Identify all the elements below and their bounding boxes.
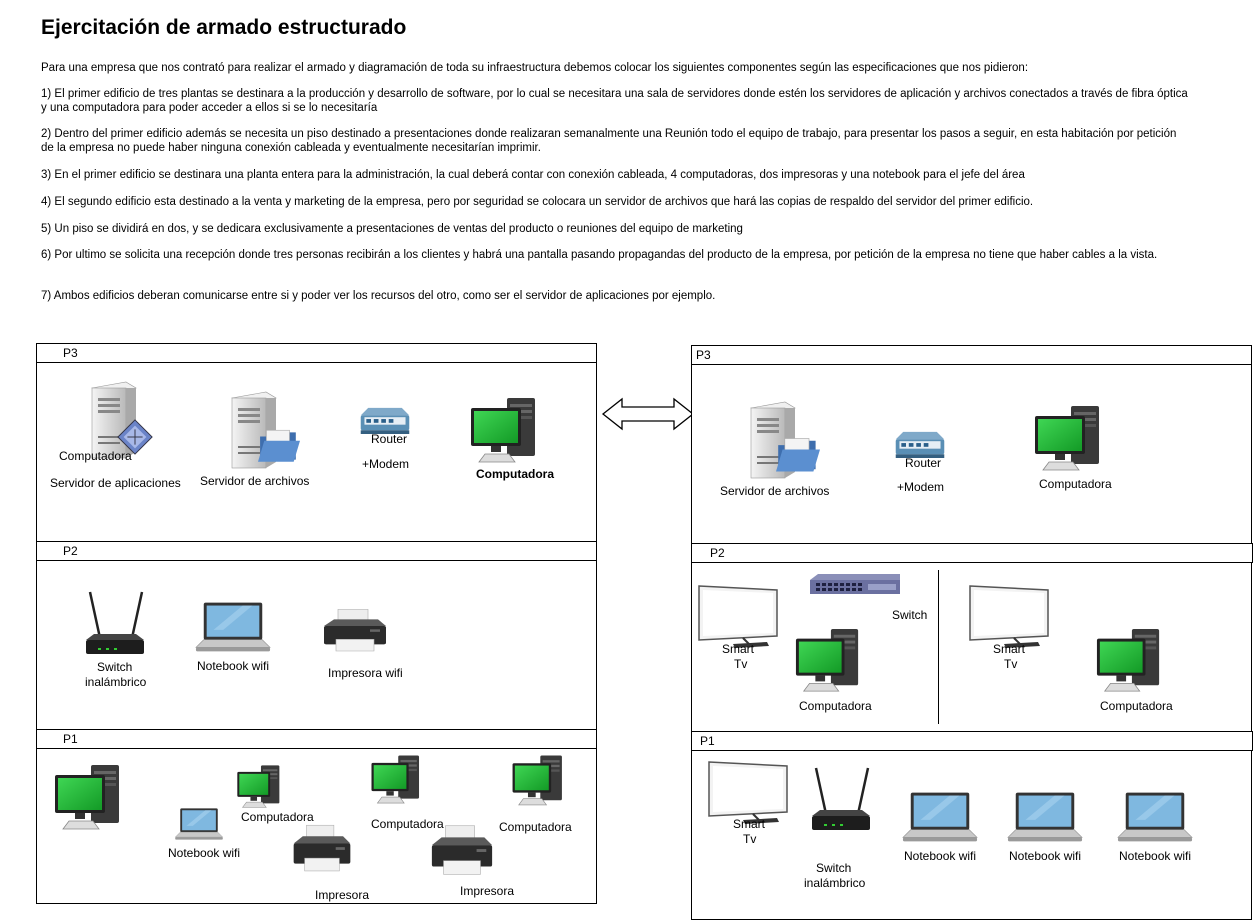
b1-p2-label: P2 [63,544,78,558]
b2-notebook-label-2: Notebook wifi [1009,849,1082,863]
b2-laptop-icon-1[interactable] [901,790,979,844]
b2-smart-tv-label-1b: Tv [734,657,748,671]
b2-p2-computer-icon-2[interactable] [1093,627,1165,695]
b2-switch-label: Switch [892,608,928,622]
b1-p2-notebook-label: Notebook wifi [197,659,270,673]
b1-wireless-switch-icon[interactable] [80,590,150,660]
b2-p2-computer-label-1: Computadora [799,699,872,713]
b1-p3-header[interactable]: P3 [36,343,597,363]
b1-p1-computer-icon-1[interactable] [52,763,124,833]
b1-modem-label: +Modem [362,457,410,471]
b2-notebook-label-3: Notebook wifi [1119,849,1192,863]
b1-printer-label-2: Impresora [460,884,515,898]
b1-p2-header[interactable]: P2 [36,541,597,561]
b1-p1-label: P1 [63,732,78,746]
b1-p2-laptop-icon[interactable] [194,600,272,654]
requirement-2: 2) Dentro del primer edificio además se … [41,128,1177,154]
requirement-7: 7) Ambos edificios deberan comunicarse e… [41,290,716,302]
b2-smart-tv-label-3b: Tv [743,832,757,846]
b1-p1-computer-label-3: Computadora [371,817,444,831]
b1-p3-computer-label: Computadora [476,467,554,481]
b1-printer-icon-1[interactable] [290,820,354,878]
app-server-label: Servidor de aplicaciones [50,476,181,490]
b1-p1-laptop-icon[interactable] [174,806,224,842]
b2-p1-header[interactable]: P1 [691,731,1253,751]
b1-wifi-printer-icon[interactable] [320,606,390,656]
b1-p3-label: P3 [63,346,78,360]
requirement-6: 6) Por ultimo se solicita una recepción … [41,249,1158,261]
requirement-4: 4) El segundo edificio esta destinado a … [41,196,1034,208]
b1-p1-notebook-label: Notebook wifi [168,846,241,860]
building-link-double-arrow-icon[interactable] [601,397,695,431]
b1-file-server-label: Servidor de archivos [200,474,310,488]
requirement-3: 3) En el primer edificio se destinara un… [41,169,1025,181]
b1-p3-computer-icon[interactable] [468,396,540,466]
b1-folder-icon [258,428,300,464]
b2-p2-label: P2 [710,546,725,560]
b1-wifi-printer-label: Impresora wifi [328,666,403,680]
b2-smart-tv-label-1a: Smart [722,642,755,656]
b1-p3-computadora-overlap-label: Computadora [59,449,132,463]
b1-p1-computer-label-4: Computadora [499,820,572,834]
b2-modem-label: +Modem [897,480,945,494]
b2-smart-tv-icon-2[interactable] [968,584,1050,650]
b2-folder-icon [776,436,820,474]
b2-p2-header[interactable]: P2 [691,543,1253,563]
b2-smart-tv-label-2b: Tv [1004,657,1018,671]
b1-wireless-switch-label-1: Switch [97,660,133,674]
b1-p1-computer-label-2: Computadora [241,810,314,824]
b2-p3-computer-icon[interactable] [1032,404,1104,474]
b2-p3-header[interactable]: P3 [691,345,1252,365]
b2-p3-label: P3 [696,348,711,362]
b2-wireless-switch-icon[interactable] [806,766,876,836]
b2-p2-room-divider [938,570,939,724]
intro-paragraph: Para una empresa que nos contrató para r… [41,62,1029,74]
b1-printer-icon-2[interactable] [428,820,496,882]
b2-notebook-label-1: Notebook wifi [904,849,977,863]
b2-laptop-icon-2[interactable] [1006,790,1084,844]
requirement-5: 5) Un piso se dividirá en dos, y se dedi… [41,223,743,235]
b1-router-label: Router [371,432,408,446]
b2-p3-computer-label: Computadora [1039,477,1112,491]
b2-laptop-icon-3[interactable] [1116,790,1194,844]
b2-p1-label: P1 [700,734,715,748]
b2-wireless-switch-label-1: Switch [816,861,852,875]
b2-file-server-label: Servidor de archivos [720,484,830,498]
b1-wireless-switch-label-2: inalámbrico [85,675,147,689]
b1-p1-computer-icon-2[interactable] [234,764,284,810]
b1-p1-computer-icon-4[interactable] [509,754,567,808]
b1-p1-computer-icon-3[interactable] [368,754,424,806]
b2-smart-tv-label-2a: Smart [993,642,1026,656]
b1-printer-label-1: Impresora [315,888,370,902]
b2-router-label: Router [905,456,942,470]
b2-switch-icon[interactable] [808,572,902,598]
b2-wireless-switch-label-2: inalámbrico [804,876,866,890]
page-title: Ejercitación de armado estructurado [41,16,407,39]
b2-p2-computer-label-2: Computadora [1100,699,1173,713]
b1-p1-header[interactable]: P1 [36,729,597,749]
b2-smart-tv-label-3a: Smart [733,817,766,831]
b2-p2-computer-icon-1[interactable] [792,627,864,695]
requirement-1: 1) El primer edificio de tres plantas se… [41,88,1188,114]
b2-smart-tv-icon-1[interactable] [697,584,779,650]
